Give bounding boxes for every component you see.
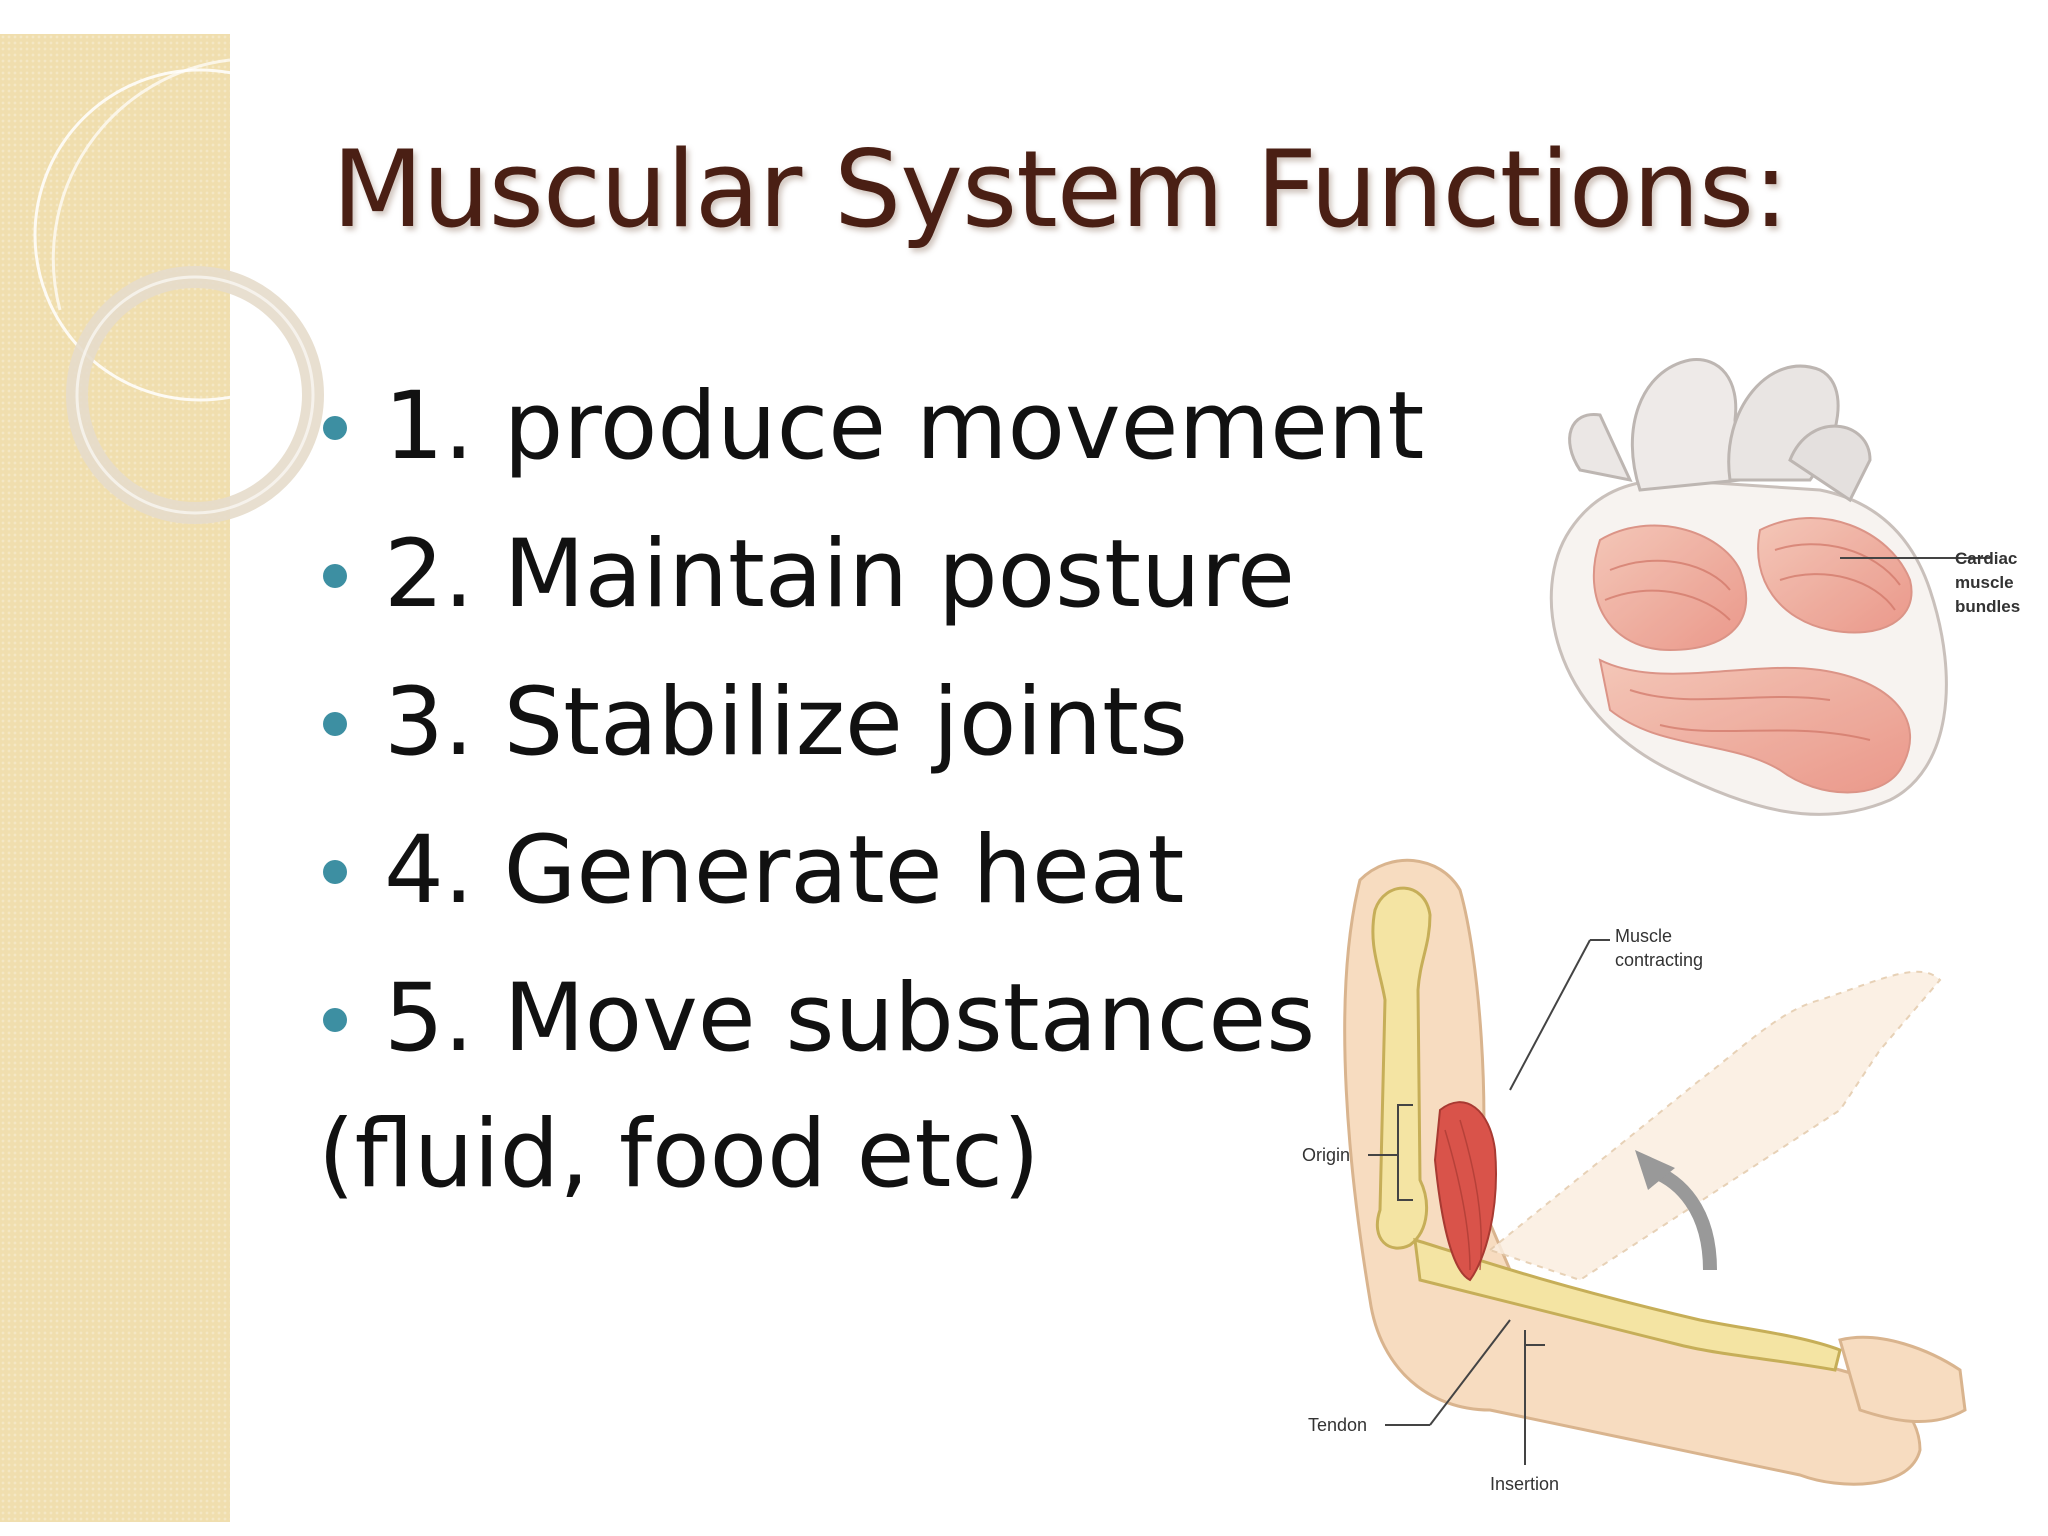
bullet-icon bbox=[323, 860, 347, 884]
list-item-text: 1. produce movement bbox=[384, 372, 1425, 481]
tendon-label: Tendon bbox=[1308, 1415, 1367, 1435]
cardiac-label-line1: Cardiac bbox=[1955, 549, 2017, 568]
arm-illustration: Muscle contracting Origin Tendon Inserti… bbox=[1302, 858, 1967, 1494]
insertion-label: Insertion bbox=[1490, 1474, 1559, 1494]
list-item-text: 5. Move substances bbox=[384, 964, 1316, 1073]
list-item: 2. Maintain posture bbox=[320, 520, 1424, 668]
list-item: 3. Stabilize joints bbox=[320, 668, 1424, 816]
heart-illustration: Cardiac muscle bundles bbox=[1549, 358, 2020, 816]
cardiac-label-line2: muscle bbox=[1955, 573, 2014, 592]
cardiac-label-line3: bundles bbox=[1955, 597, 2020, 616]
muscle-label-line1: Muscle bbox=[1615, 926, 1672, 946]
list-item: 1. produce movement bbox=[320, 372, 1424, 520]
bullet-icon bbox=[323, 416, 347, 440]
list-item-text: 2. Maintain posture bbox=[384, 520, 1295, 629]
bullet-icon bbox=[323, 564, 347, 588]
bullet-icon bbox=[323, 712, 347, 736]
list-note: (fluid, food etc) bbox=[318, 1100, 1040, 1209]
origin-label: Origin bbox=[1302, 1145, 1350, 1165]
slide-title: Muscular System Functions: bbox=[332, 128, 1789, 251]
list-item: 4. Generate heat bbox=[320, 816, 1424, 964]
bullet-icon bbox=[323, 1008, 347, 1032]
list-item-text: 3. Stabilize joints bbox=[384, 668, 1188, 777]
muscle-label-line2: contracting bbox=[1615, 950, 1703, 970]
decorative-rings bbox=[33, 58, 367, 524]
function-list: 1. produce movement 2. Maintain posture … bbox=[320, 372, 1424, 1112]
list-item-text: 4. Generate heat bbox=[384, 816, 1185, 925]
list-item: 5. Move substances bbox=[320, 964, 1424, 1112]
